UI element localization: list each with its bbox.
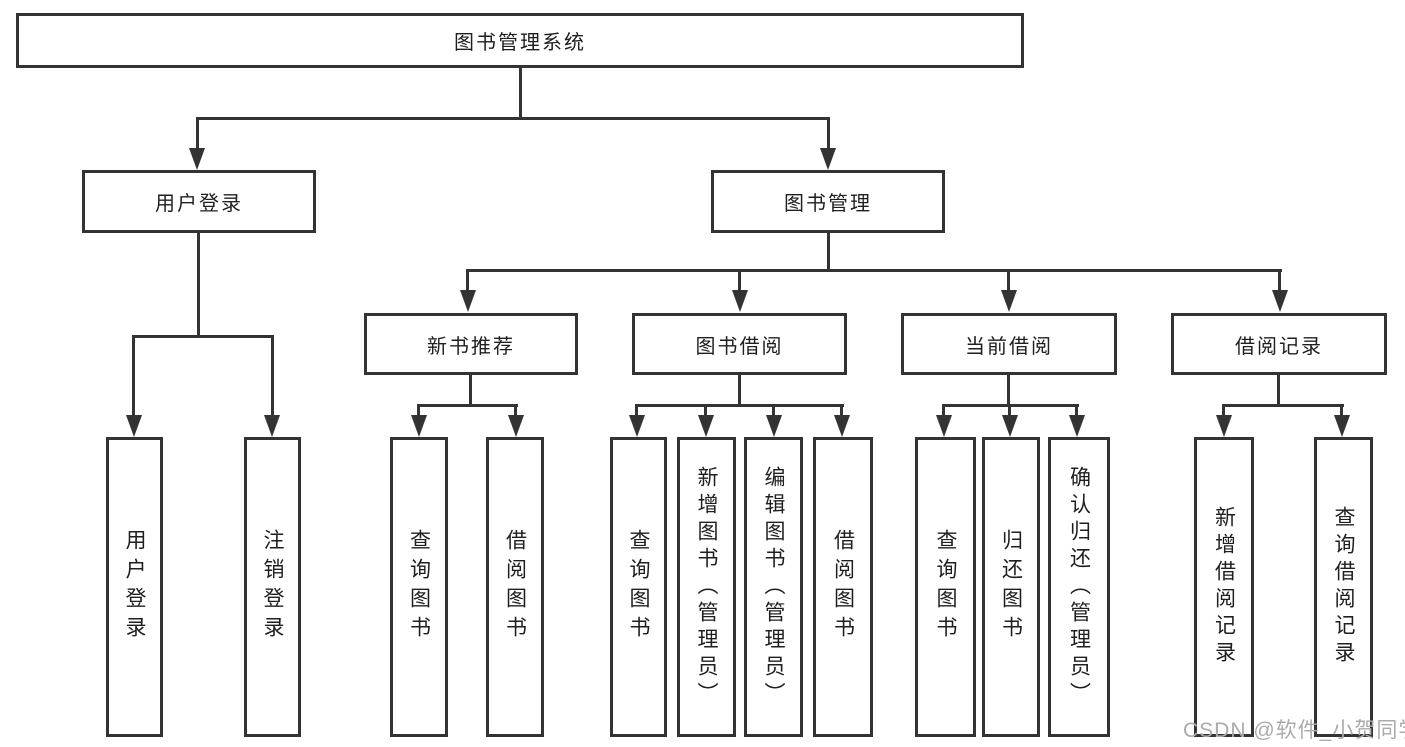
connector-drop-confirm-return — [1075, 404, 1078, 419]
connector-drop-borrow-books-2 — [840, 404, 843, 419]
connector-book-management-branch — [466, 269, 1282, 272]
connector-drop-current-borrowing — [1007, 269, 1010, 294]
connector-drop-borrow-books-1 — [514, 404, 517, 419]
arrow-to-query-books-1 — [411, 415, 427, 437]
arrow-to-query-books-2 — [629, 415, 645, 437]
connector-drop-edit-books — [772, 404, 775, 419]
arrow-to-return-books — [1002, 415, 1018, 437]
node-book-management: 图书管理 — [711, 170, 945, 233]
node-book-borrowing: 图书借阅 — [632, 313, 847, 375]
connector-drop-user-login — [196, 117, 199, 151]
connector-drop-book-management — [827, 117, 830, 151]
node-edit-books-admin: 编辑图书（管理员） — [744, 437, 803, 737]
arrow-to-current-borrowing — [1001, 290, 1017, 312]
arrow-to-new-book-rec — [460, 290, 476, 312]
connector-drop-query-borrow-record — [1340, 404, 1343, 419]
arrow-to-logout — [264, 415, 280, 437]
arrow-to-book-management — [820, 148, 836, 170]
node-query-books-2: 查询图书 — [610, 437, 667, 737]
connector-drop-add-books — [704, 404, 707, 419]
arrow-to-query-borrow-record — [1334, 415, 1350, 437]
csdn-watermark: CSDN @软件_小贺同学 — [1183, 719, 1405, 742]
arrow-to-user-login — [189, 148, 205, 170]
arrow-to-edit-books — [766, 415, 782, 437]
arrow-to-add-borrow-record — [1216, 415, 1232, 437]
connector-root-stem — [519, 68, 522, 118]
node-borrow-books-1: 借阅图书 — [486, 437, 544, 737]
node-query-borrowing-record: 查询借阅记录 — [1314, 437, 1373, 737]
node-borrowing-records: 借阅记录 — [1171, 313, 1387, 375]
connector-book-borrowing-stem — [738, 375, 741, 407]
connector-drop-user-login-leaf — [132, 335, 135, 419]
connector-drop-query-books-3 — [942, 404, 945, 419]
connector-drop-add-borrow-record — [1222, 404, 1225, 419]
connector-drop-query-books-2 — [635, 404, 638, 419]
connector-user-login-branch — [132, 335, 274, 338]
node-new-book-recommendation: 新书推荐 — [364, 313, 578, 375]
arrow-to-borrow-books-2 — [834, 415, 850, 437]
connector-drop-borrowing-records — [1278, 269, 1281, 294]
connector-drop-query-books-1 — [417, 404, 420, 419]
arrow-to-borrowing-records — [1272, 290, 1288, 312]
node-user-login: 用户登录 — [82, 170, 316, 233]
node-logout: 注销登录 — [244, 437, 301, 737]
node-user-login-leaf: 用户登录 — [106, 437, 163, 737]
connector-drop-new-book-rec — [466, 269, 469, 294]
connector-current-borrowing-stem — [1007, 375, 1010, 407]
connector-user-login-stem — [197, 233, 200, 338]
arrow-to-add-books — [698, 415, 714, 437]
node-query-books-1: 查询图书 — [390, 437, 448, 737]
connector-borrowing-records-branch — [1222, 404, 1344, 407]
node-query-books-3: 查询图书 — [915, 437, 976, 737]
node-current-borrowing: 当前借阅 — [901, 313, 1117, 375]
connector-drop-logout — [271, 335, 274, 419]
connector-drop-return-books — [1008, 404, 1011, 419]
node-add-borrowing-record: 新增借阅记录 — [1194, 437, 1254, 737]
connector-new-book-rec-branch — [417, 404, 518, 407]
connector-book-management-stem — [827, 233, 830, 272]
connector-root-branch — [196, 117, 830, 120]
connector-new-book-rec-stem — [469, 375, 472, 407]
node-add-books-admin: 新增图书（管理员） — [677, 437, 736, 737]
connector-book-borrowing-branch — [635, 404, 844, 407]
arrow-to-user-login-leaf — [126, 415, 142, 437]
node-borrow-books-2: 借阅图书 — [813, 437, 873, 737]
arrow-to-query-books-3 — [936, 415, 952, 437]
arrow-to-borrow-books-1 — [508, 415, 524, 437]
node-library-management-system: 图书管理系统 — [16, 13, 1024, 68]
node-confirm-return-admin: 确认归还（管理员） — [1048, 437, 1110, 737]
connector-drop-book-borrowing — [738, 269, 741, 294]
arrow-to-confirm-return — [1069, 415, 1085, 437]
node-return-books: 归还图书 — [982, 437, 1040, 737]
connector-borrowing-records-stem — [1277, 375, 1280, 407]
arrow-to-book-borrowing — [732, 290, 748, 312]
